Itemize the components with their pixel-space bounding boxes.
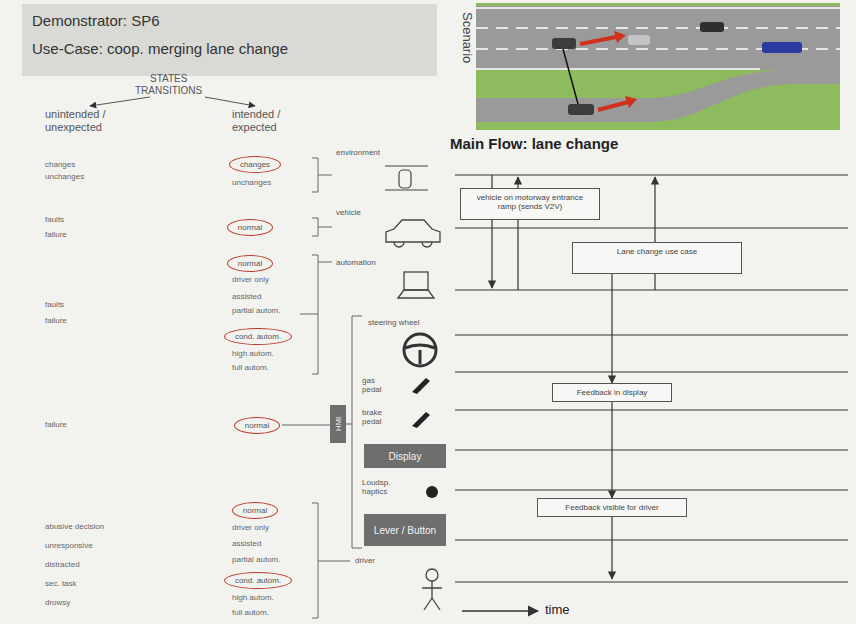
- laptop-icon: [398, 272, 434, 298]
- hmi-box: HMI: [330, 405, 346, 443]
- state-label: faults: [45, 300, 64, 309]
- state-label: failure: [45, 316, 67, 325]
- state-label: full autom.: [232, 363, 269, 372]
- state-ellipse: normal: [227, 255, 273, 272]
- flow-title: Main Flow: lane change: [450, 135, 618, 152]
- bracket: [312, 158, 332, 192]
- bracket: [312, 218, 332, 236]
- state-label: TRANSITIONS: [135, 85, 202, 97]
- bracket: [312, 503, 350, 618]
- state-label: STATES: [150, 73, 187, 85]
- state-label: sec. task: [45, 579, 77, 588]
- state-label: automation: [336, 258, 376, 267]
- node-text: Lever / Button: [374, 525, 436, 536]
- node-text: changes: [240, 160, 270, 169]
- node-text: Use-Case: coop. merging lane change: [32, 40, 427, 57]
- state-label: driver: [355, 556, 375, 565]
- state-label: intended /: [232, 108, 280, 121]
- speaker-icon: [426, 486, 438, 498]
- state-ellipse: normal: [234, 417, 280, 434]
- state-label: driver only: [232, 275, 269, 284]
- state-label: partial autom.: [232, 555, 280, 564]
- state-ellipse: cond. autom.: [224, 328, 292, 345]
- state-label: full autom.: [232, 608, 269, 617]
- state-label: expected: [232, 121, 277, 134]
- state-label: unexpected: [45, 121, 102, 134]
- node-text: Demonstrator: SP6: [32, 12, 427, 29]
- state-label: unresponsive: [45, 541, 93, 550]
- node-text: cond. autom.: [235, 576, 281, 585]
- bracket: [282, 316, 362, 548]
- state-label: brake pedal: [362, 408, 392, 426]
- state-ellipse: normal: [227, 219, 273, 236]
- state-label: gas pedal: [362, 376, 390, 394]
- node-text: vehicle on motorway entrance ramp (sends…: [467, 193, 593, 211]
- state-label: vehicle: [336, 208, 361, 217]
- node-text: Feedback in display: [559, 388, 665, 397]
- lifelines: [455, 175, 848, 582]
- state-label: abusive decision: [45, 522, 104, 531]
- road-icon: [385, 166, 428, 190]
- display-box: Display: [364, 444, 446, 468]
- state-ellipse: normal: [232, 502, 278, 519]
- state-label: driver only: [232, 523, 269, 532]
- state-label: environment: [336, 148, 380, 157]
- flow-box: Feedback visible for driver: [537, 498, 687, 517]
- flow-box: Feedback in display: [552, 383, 672, 402]
- node-text: HMI: [334, 417, 343, 432]
- flow-connector: [611, 402, 612, 498]
- steering-wheel-icon: [404, 334, 436, 366]
- state-label: time: [545, 603, 570, 618]
- scenario-picture: [476, 3, 840, 130]
- state-ellipse: changes: [229, 156, 281, 173]
- flow-box: Lane change use case: [572, 242, 742, 274]
- state-label: high autom.: [232, 349, 274, 358]
- node-text: cond. autom.: [235, 332, 281, 341]
- state-label: assisted: [232, 539, 261, 548]
- state-label: failure: [45, 230, 67, 239]
- fork-line: [90, 97, 150, 106]
- state-label: partial autom.: [232, 306, 280, 315]
- bracket: [300, 255, 332, 374]
- state-label: faults: [45, 215, 64, 224]
- node-text: normal: [245, 421, 269, 430]
- state-label: distracted: [45, 560, 80, 569]
- gas-pedal-icon: [412, 378, 430, 394]
- node-text: Display: [389, 451, 422, 462]
- node-text: normal: [243, 506, 267, 515]
- title-band: Demonstrator: SP6Use-Case: coop. merging…: [22, 4, 437, 76]
- driver-icon: [422, 569, 442, 610]
- car-icon: [386, 220, 440, 247]
- state-label: assisted: [232, 292, 261, 301]
- state-label: unchanges: [45, 172, 84, 181]
- scenario-label: Scenario: [459, 12, 474, 63]
- node-text: normal: [238, 259, 262, 268]
- state-label: failure: [45, 420, 67, 429]
- node-text: Lane change use case: [579, 247, 735, 256]
- state-label: unchanges: [232, 178, 271, 187]
- node-text: normal: [238, 223, 262, 232]
- state-label: Loudsp. haptics: [362, 478, 402, 496]
- flow-box: vehicle on motorway entrance ramp (sends…: [460, 188, 600, 220]
- brake-pedal-icon: [412, 412, 430, 428]
- state-label: high autom.: [232, 593, 274, 602]
- fork-line: [205, 97, 255, 106]
- state-label: steering wheel: [368, 318, 420, 327]
- node-text: Feedback visible for driver: [544, 503, 680, 512]
- state-ellipse: cond. autom.: [224, 572, 292, 589]
- flow-connector: [611, 274, 612, 383]
- state-label: unintended /: [45, 108, 106, 121]
- state-label: changes: [45, 160, 75, 169]
- lever-button-box: Lever / Button: [364, 514, 446, 546]
- state-label: drowsy: [45, 598, 70, 607]
